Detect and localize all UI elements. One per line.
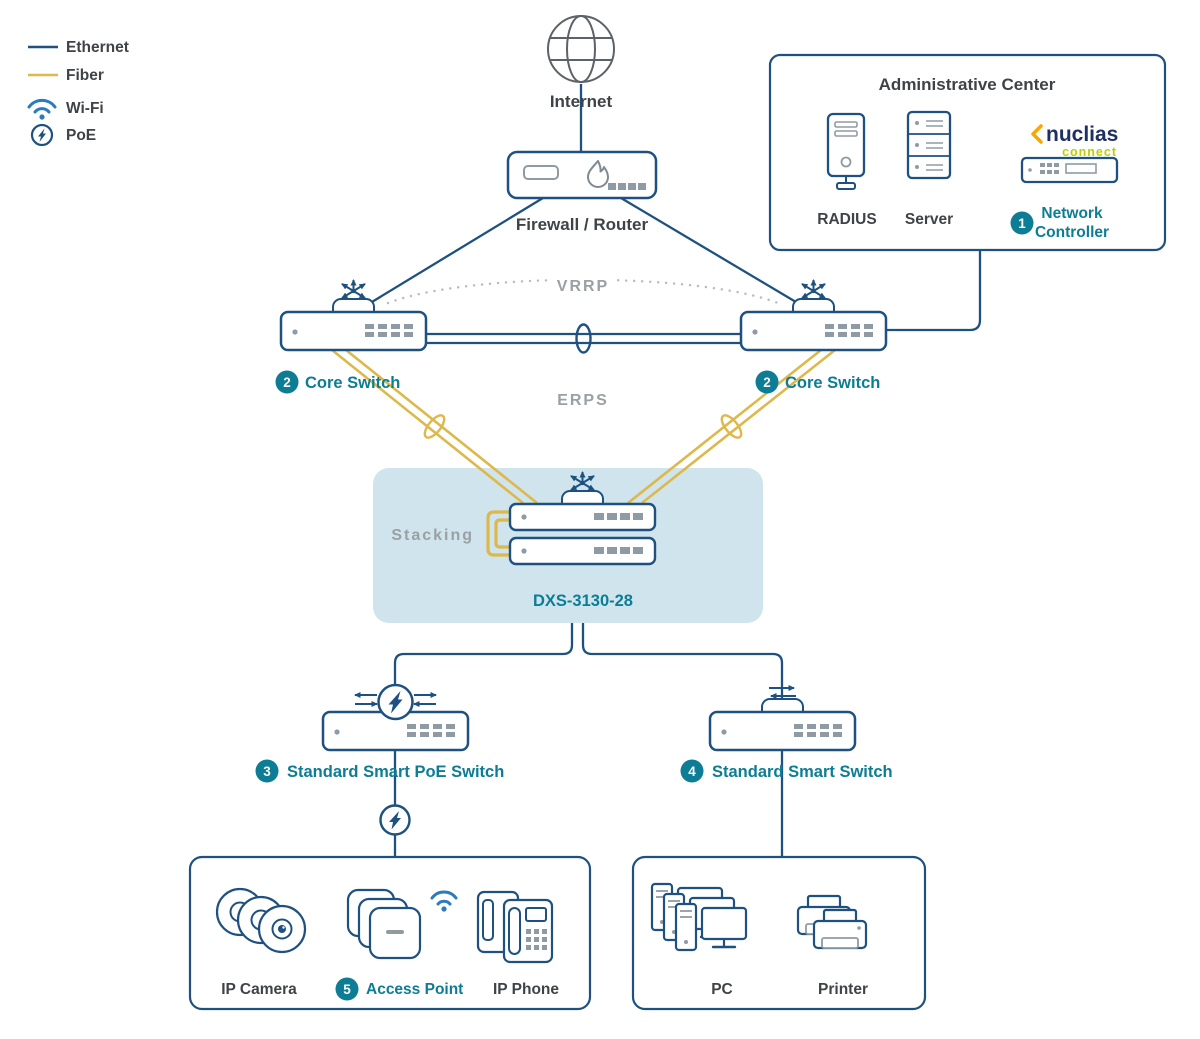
erps-label: ERPS	[557, 392, 609, 409]
core-right-label: Core Switch	[785, 374, 880, 392]
internet-label: Internet	[550, 92, 613, 111]
ip-phone-icon	[476, 890, 554, 964]
access-point-icon	[346, 888, 458, 960]
core-right-badge: 2	[755, 370, 779, 394]
stack-unit-top	[508, 502, 657, 532]
radius-server-icon	[826, 112, 866, 190]
link-firewall-core-left	[361, 197, 544, 309]
link-firewall-core-right	[620, 197, 807, 309]
nuclias-brand-text: nuclias	[1046, 123, 1118, 146]
core-left-label: Core Switch	[305, 374, 400, 392]
legend-fiber-label: Fiber	[66, 67, 104, 84]
poe-switch-badge: 3	[255, 759, 279, 783]
nuclias-chevron-icon	[1031, 124, 1043, 144]
network-controller-label-line1: Network	[1041, 205, 1103, 222]
link-vrrp-arc	[386, 278, 780, 305]
core-left-badge: 2	[275, 370, 299, 394]
server-icon	[906, 110, 952, 180]
network-controller-badge-number: 1	[1018, 216, 1026, 231]
link-aggregation-ring	[575, 323, 592, 354]
firewall-ports	[608, 183, 646, 190]
poe-switch-label: Standard Smart PoE Switch	[287, 763, 504, 781]
ip-camera-label: IP Camera	[221, 981, 297, 998]
vrrp-label: VRRP	[557, 278, 609, 295]
labels-layer: Internet Firewall / Router Administrativ…	[221, 75, 1109, 1001]
admin-center-title: Administrative Center	[879, 75, 1056, 94]
pc-label: PC	[711, 981, 733, 998]
printer-label: Printer	[818, 981, 868, 998]
legend: Ethernet Fiber Wi-Fi PoE	[27, 39, 129, 147]
stacking-label: Stacking	[391, 527, 474, 544]
admin-center-box: nuclias connect	[768, 53, 1167, 252]
firewall-router-icon	[506, 150, 658, 200]
internet-icon	[547, 15, 615, 83]
legend-poe-icon	[30, 123, 54, 147]
legend-ethernet-label: Ethernet	[66, 39, 129, 56]
access-point-label: Access Point	[366, 981, 463, 998]
nuclias-sub-text: connect	[1062, 145, 1117, 159]
link-admin-core-right	[880, 250, 982, 332]
fiber-ring-left	[423, 414, 446, 439]
access-point-badge: 5	[335, 977, 359, 1001]
stack-unit-group	[486, 472, 657, 566]
server-label: Server	[905, 211, 953, 228]
vrrp-label-backdrop	[550, 270, 616, 292]
nuclias-connect-logo: nuclias connect	[1031, 123, 1118, 159]
smart-switch-label: Standard Smart Switch	[712, 763, 893, 781]
link-stack-smart-switch	[581, 623, 784, 706]
flame-icon	[587, 160, 609, 188]
legend-wifi-icon	[27, 98, 57, 120]
fiber-ring-right	[720, 414, 743, 439]
network-controller-icon	[1020, 156, 1119, 184]
firewall-label: Firewall / Router	[516, 215, 649, 234]
stack-model-label: DXS-3130-28	[533, 592, 633, 610]
core-right-badge-number: 2	[763, 375, 771, 390]
core-switch-left-icon	[281, 280, 426, 350]
ip-phone-label: IP Phone	[493, 981, 559, 998]
access-point-badge-number: 5	[343, 982, 351, 997]
stack-unit-bottom	[508, 536, 657, 566]
ip-camera-icon	[215, 887, 307, 954]
poe-switch-badge-number: 3	[263, 764, 271, 779]
stacking-cables	[486, 510, 512, 557]
clients-left-box	[188, 855, 592, 1011]
legend-wifi-label: Wi-Fi	[66, 100, 104, 117]
core-left-badge-number: 2	[283, 375, 291, 390]
poe-power-icon	[379, 804, 411, 836]
wifi-waves-icon	[430, 890, 458, 912]
radius-label: RADIUS	[817, 211, 876, 228]
clients-right-box	[631, 855, 927, 1011]
link-stack-poe-switch	[393, 623, 574, 706]
poe-switch-icon	[323, 685, 468, 750]
core-switch-right-icon	[741, 280, 886, 350]
legend-poe-label: PoE	[66, 127, 96, 144]
smart-switch-badge-number: 4	[688, 764, 696, 779]
network-controller-badge: 1	[1010, 211, 1034, 235]
smart-switch-badge: 4	[680, 759, 704, 783]
network-controller-label-line2: Controller	[1035, 224, 1109, 241]
